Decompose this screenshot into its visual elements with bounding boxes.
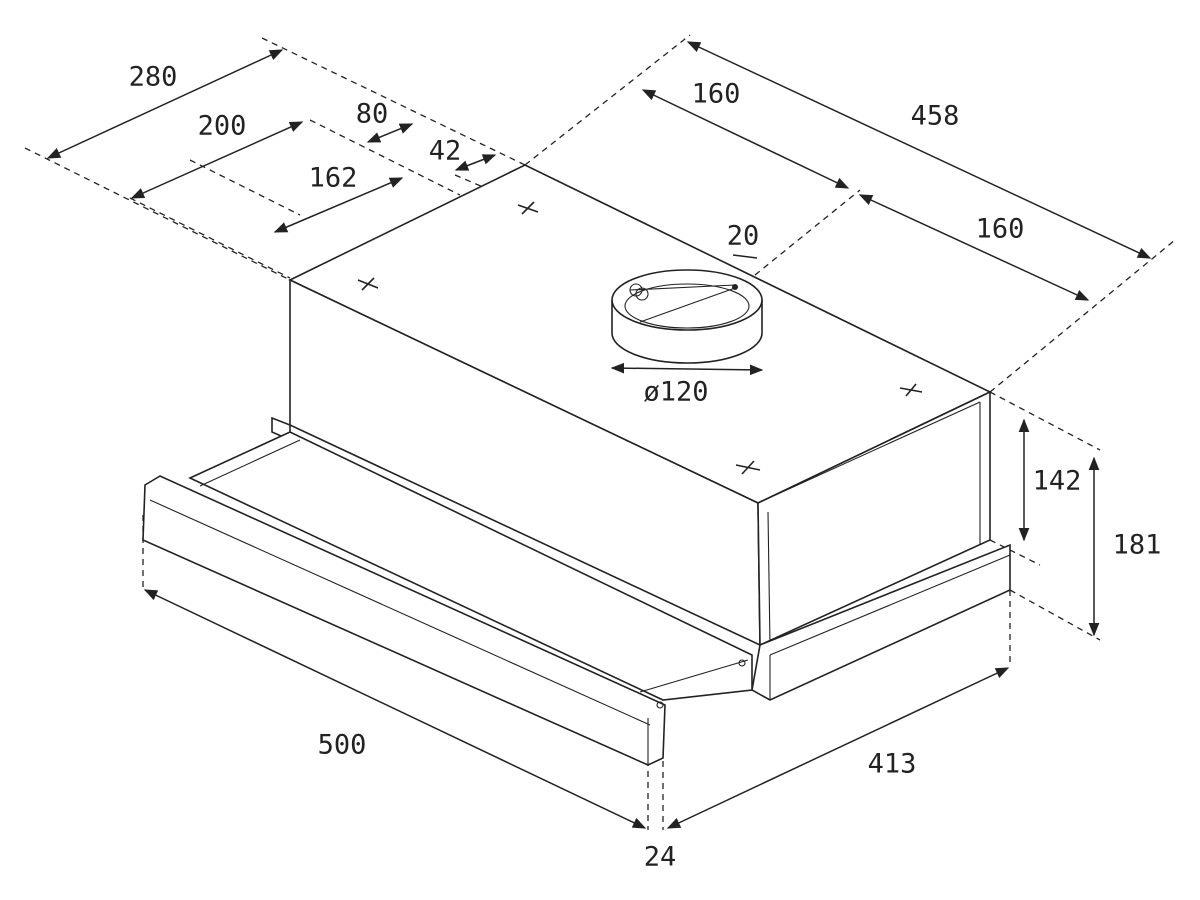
- dimension-lines: [46, 41, 1152, 829]
- dim-160-right: 160: [976, 214, 1025, 245]
- dim-162: 162: [309, 163, 358, 194]
- dimension-labels: 280 200 80 42 162 160 458 20 160 ø120 14…: [129, 62, 1162, 873]
- dim-duct-diameter: ø120: [643, 377, 708, 408]
- dim-42: 42: [429, 136, 462, 167]
- dim-280: 280: [129, 62, 178, 93]
- dim-20: 20: [727, 221, 760, 252]
- dim-413: 413: [868, 749, 917, 780]
- dim-458: 458: [911, 101, 960, 132]
- dim-181: 181: [1113, 530, 1162, 561]
- dim-24: 24: [644, 842, 677, 873]
- mounting-hole-marks: [357, 201, 923, 475]
- dim-200: 200: [198, 111, 247, 142]
- dim-160-top: 160: [692, 79, 741, 110]
- dim-80: 80: [356, 99, 389, 130]
- dim-142: 142: [1033, 466, 1082, 497]
- dim-500: 500: [318, 730, 367, 761]
- duct-collar: [611, 269, 763, 364]
